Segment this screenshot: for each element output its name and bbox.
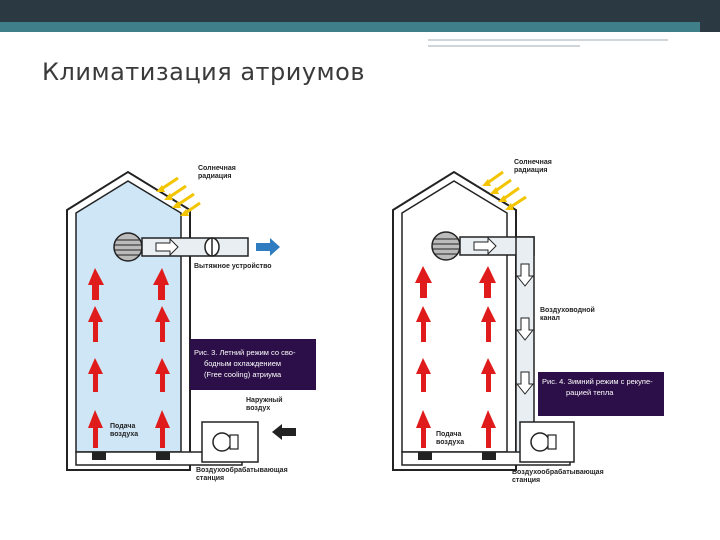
right-duct-arrows	[515, 263, 535, 395]
right-red-arrows	[415, 266, 496, 448]
right-solar-arrows	[482, 170, 527, 210]
right-fan	[431, 231, 461, 261]
left-exhaust-fan	[113, 232, 143, 262]
left-red-arrows	[88, 268, 170, 448]
left-solar-arrows	[156, 176, 201, 216]
slide-title: Климатизация атриумов	[42, 58, 365, 86]
left-caption-box	[190, 339, 316, 390]
top-bar-dark	[0, 0, 720, 22]
left-outdoor-arrow	[272, 424, 296, 440]
right-caption: Рис. 4. Зимний режим с рекупе-рацией теп…	[542, 377, 653, 397]
right-caption-box	[538, 372, 664, 416]
left-exhaust-arrow	[256, 238, 280, 256]
top-bar-teal-stripe	[0, 22, 700, 32]
left-caption: Рис. 3. Летний режим со сво-бодным охлаж…	[194, 348, 296, 379]
top-bar-right-block	[700, 0, 720, 32]
left-exhaust-label: Вытяжное устройство	[194, 262, 272, 270]
